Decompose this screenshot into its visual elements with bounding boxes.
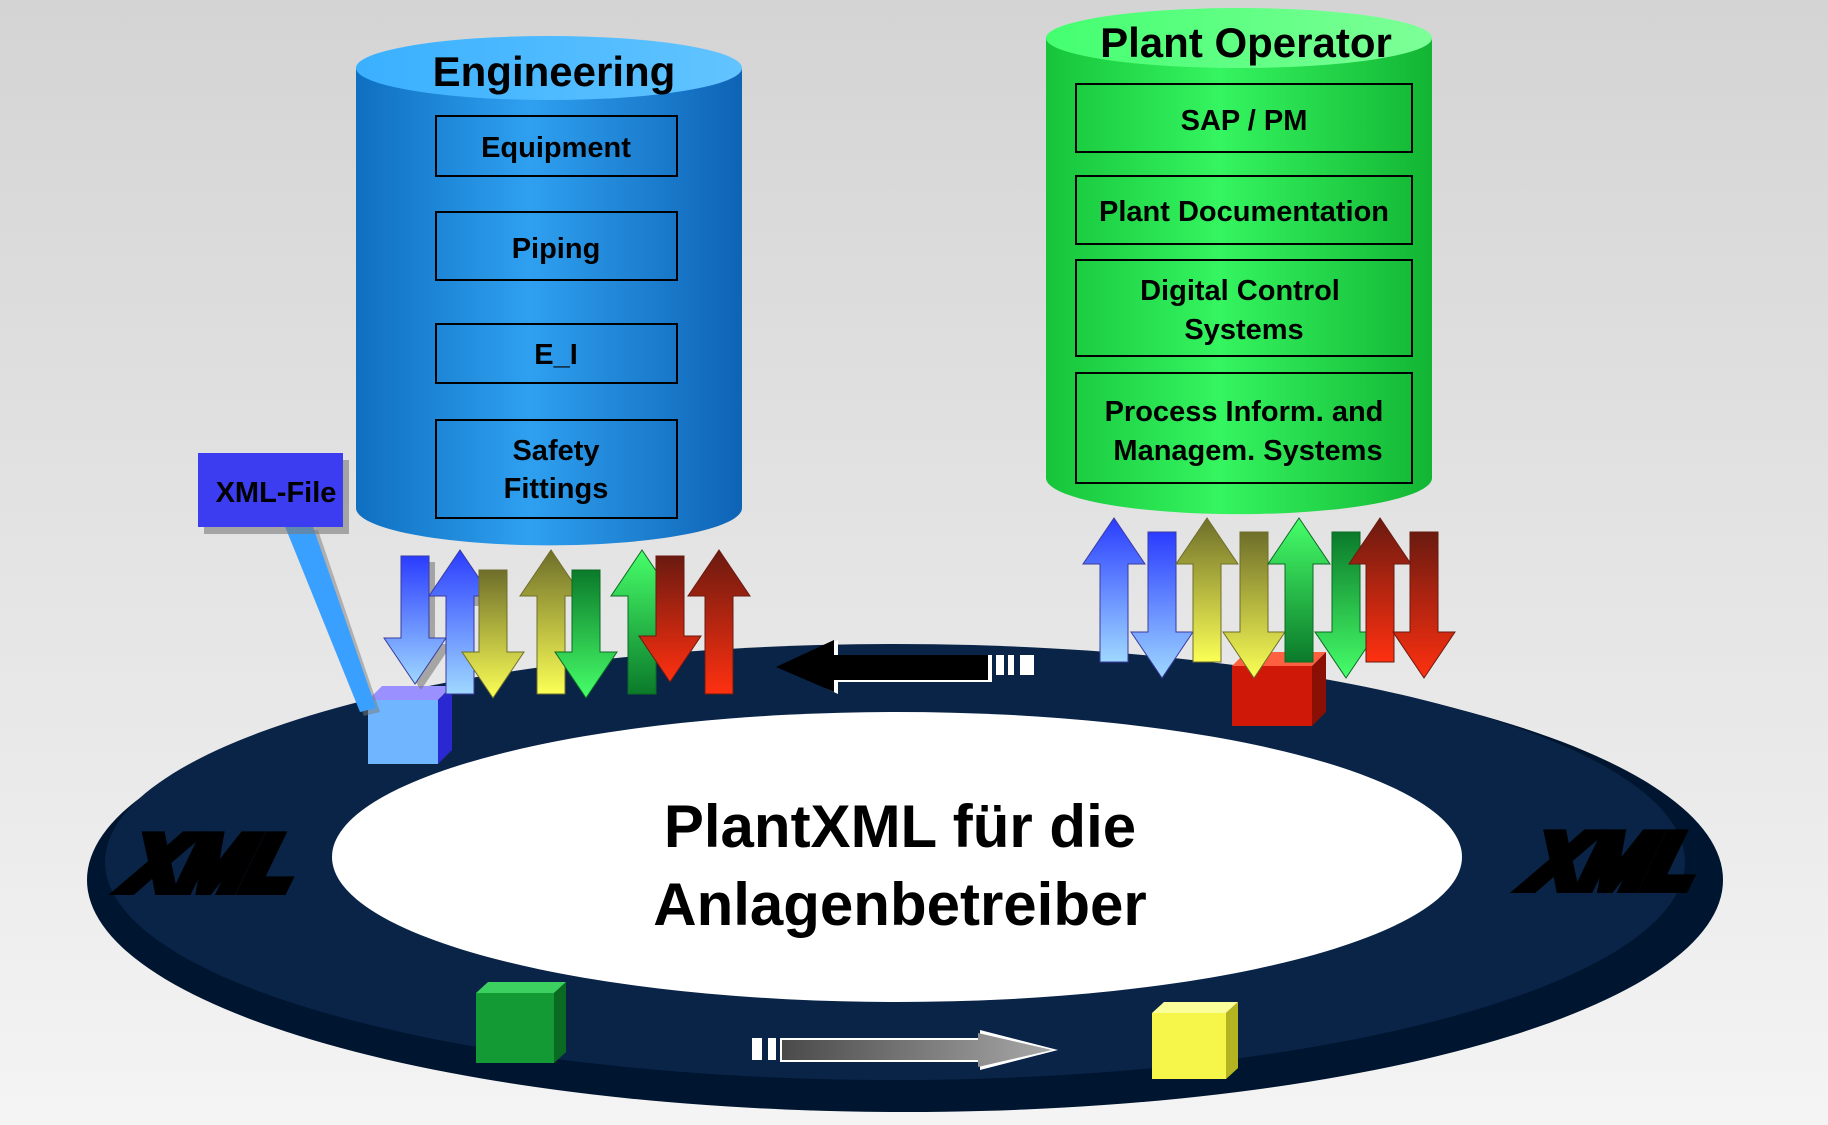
svg-text:SAP / PM: SAP / PM (1181, 105, 1308, 137)
svg-text:Safety: Safety (512, 435, 599, 467)
engineering-title: Engineering (433, 48, 676, 95)
op-arrow-up-green (1267, 517, 1331, 663)
cube-green (476, 982, 566, 1063)
cube-blue (368, 686, 452, 764)
plant-operator-title: Plant Operator (1100, 19, 1392, 66)
svg-text:XML: XML (116, 819, 310, 906)
operator-box-sap-pm: SAP / PM (1075, 83, 1413, 153)
operator-box-digital-control-systems: Digital Control Systems (1075, 259, 1413, 357)
center-title-line1: PlantXML für die (664, 793, 1136, 860)
svg-text:Equipment: Equipment (481, 132, 631, 164)
xml-file-label-box (198, 453, 343, 527)
op-arrow-up-olive (1175, 517, 1239, 663)
svg-text:Plant Documentation: Plant Documentation (1099, 196, 1389, 228)
svg-text:Systems: Systems (1184, 314, 1303, 346)
op-arrow-down-olive (1222, 531, 1286, 679)
cube-yellow (1152, 1002, 1238, 1079)
arrow-down-olive (461, 569, 525, 699)
svg-text:Process Inform. and: Process Inform. and (1105, 396, 1384, 428)
ring-arrow-left (776, 640, 1034, 694)
center-title-line2: Anlagenbetreiber (653, 871, 1146, 938)
engineering-cylinder: Engineering (356, 36, 742, 546)
svg-text:Digital Control: Digital Control (1140, 275, 1340, 307)
op-arrow-down-blue (1130, 531, 1194, 679)
arrow-down-green (554, 569, 618, 699)
operator-arrows (1082, 517, 1456, 679)
svg-text:E_I: E_I (534, 339, 578, 371)
xml-logo-left: XML XML (111, 814, 315, 911)
xml-logo-right: XML XML (1512, 812, 1716, 909)
arrow-up-blue (428, 549, 492, 695)
op-arrow-up-red (1348, 517, 1412, 663)
arrow-down-red (638, 555, 702, 683)
svg-text:XML: XML (116, 819, 310, 906)
engineering-arrows (383, 549, 751, 699)
plant-operator-cylinder: Plant Operator (1046, 8, 1432, 515)
engineering-box-e-i: E_I (435, 323, 678, 384)
op-arrow-up-blue (1082, 517, 1146, 663)
svg-text:XML: XML (1517, 817, 1711, 904)
engineering-box-equipment: Equipment (435, 115, 678, 177)
svg-text:Managem. Systems: Managem. Systems (1113, 435, 1382, 467)
operator-box-plant-documentation: Plant Documentation (1075, 175, 1413, 245)
arrow-up-red (687, 549, 751, 695)
svg-text:Fittings: Fittings (504, 473, 609, 505)
center-ellipse (332, 712, 1462, 1002)
arrow-down-blue (383, 555, 447, 685)
xml-file-label: XML-File (216, 477, 337, 509)
engineering-box-piping: Piping (435, 211, 678, 281)
ring-arrow-right (752, 1030, 1058, 1070)
xml-file-callout: XML-File (198, 453, 380, 716)
svg-text:XML: XML (1517, 817, 1711, 904)
engineering-box-safety-fittings: Safety Fittings (435, 419, 678, 519)
op-arrow-down-red (1392, 531, 1456, 679)
arrow-up-olive (519, 549, 583, 695)
svg-text:Piping: Piping (512, 233, 601, 265)
operator-box-process-inform: Process Inform. and Managem. Systems (1075, 372, 1413, 484)
